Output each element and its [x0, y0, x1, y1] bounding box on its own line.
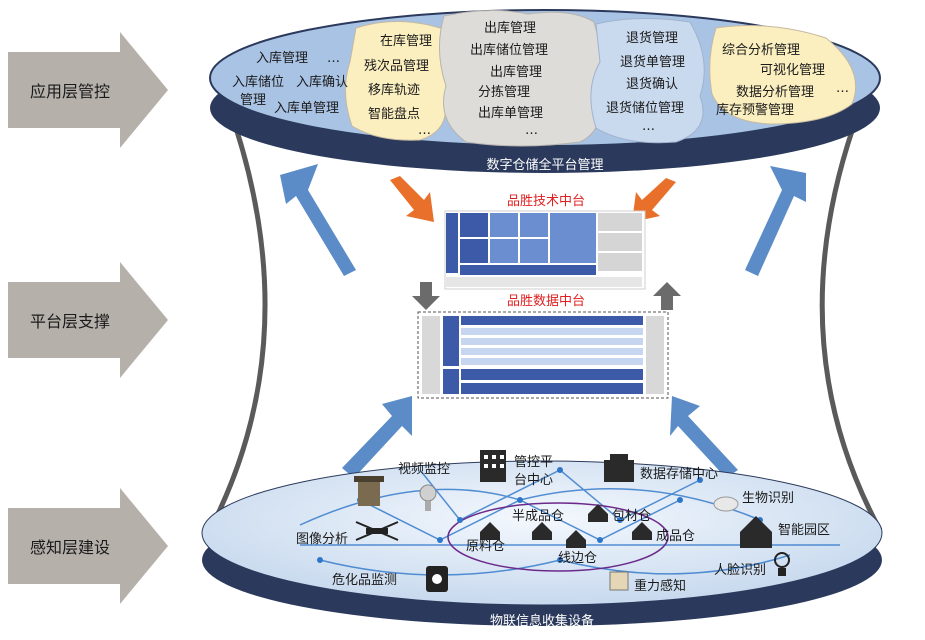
top-disk: 数字仓储全平台管理 入库管理 … 入库储位 管理 入库确认 入库单管理 在库管理… — [209, 9, 881, 173]
layer-label-sensing: 感知层建设 — [8, 488, 168, 604]
label-park: 智能园区 — [778, 523, 830, 538]
svg-text:入库管理 … 入库储位: 入库管理 … 入库储位 管理 入库确认 入库单管理 — [232, 50, 352, 116]
layer-label-platform: 平台层支撑 — [8, 262, 168, 378]
tech-platform-panel: 品胜技术中台 — [444, 194, 646, 290]
arrow-up-right-top — [745, 166, 806, 276]
church-park-icon — [740, 516, 772, 548]
svg-text:应用层管控: 应用层管控 — [30, 82, 110, 101]
label-image: 图像分析 — [296, 532, 348, 547]
label-biometric: 生物识别 — [742, 491, 794, 506]
svg-text:品胜数据中台: 品胜数据中台 — [507, 294, 585, 309]
camera-tower-icon — [354, 476, 384, 506]
drone-icon — [355, 521, 399, 541]
data-platform-panel: 品胜数据中台 — [417, 294, 669, 399]
warehouse-finished-icon — [632, 522, 652, 540]
warehouse-line-icon — [566, 530, 586, 548]
building-datacenter-icon — [604, 454, 634, 482]
label-finished: 成品仓 — [656, 529, 695, 544]
label-datacenter: 数据存储中心 — [640, 467, 718, 482]
svg-text:感知层建设: 感知层建设 — [30, 538, 110, 557]
svg-text:退货管理 退货单管理 退货确认: 退货管理 退货单管理 退货确认 退货储位管理 … — [606, 30, 689, 134]
label-face: 人脸识别 — [714, 563, 766, 578]
arrow-up-left-top — [280, 164, 356, 276]
svg-text:数字仓储全平台管理: 数字仓储全平台管理 — [486, 157, 603, 173]
label-video: 视频监控 — [398, 462, 450, 477]
warehouse-semi-icon — [532, 522, 552, 540]
face-scan-icon — [774, 552, 790, 576]
layer-label-app: 应用层管控 — [8, 32, 168, 148]
left-connector-line — [207, 127, 268, 532]
scale-box-icon — [609, 571, 629, 591]
arrow-up-left-bottom — [342, 396, 412, 478]
label-pack: 包材仓 — [612, 509, 651, 524]
svg-text:在库管理 残次品管理 移库轨迹: 在库管理 残次品管理 移库轨迹 智能盘点 … — [364, 33, 436, 138]
warehouse-pack-icon — [588, 504, 608, 522]
label-raw: 原料仓 — [466, 539, 505, 554]
right-connector-line — [819, 127, 883, 532]
arrow-gray-down — [412, 282, 440, 310]
label-weight: 重力感知 — [634, 578, 686, 594]
warehouse-raw-icon — [480, 522, 500, 540]
label-line: 线边仓 — [558, 551, 597, 566]
svg-text:综合分析管理 可视化管理 数据分析管: 综合分析管理 可视化管理 数据分析管理 … 库存预警管理 — [716, 43, 853, 118]
arrow-gray-up — [653, 282, 681, 310]
arrow-up-right-bottom — [670, 396, 738, 478]
label-control-1: 管控平 — [514, 455, 553, 470]
security-camera-icon — [419, 484, 437, 511]
svg-text:品胜技术中台: 品胜技术中台 — [507, 194, 585, 209]
label-hazard: 危化品监测 — [332, 573, 397, 588]
label-control-2: 台中心 — [514, 473, 553, 488]
label-semi: 半成品仓 — [512, 509, 564, 524]
router-icon — [713, 496, 739, 512]
svg-text:物联信息收集设备: 物联信息收集设备 — [490, 613, 594, 629]
building-control-icon — [480, 450, 506, 482]
svg-text:出库管理 出库储位管理 出库管理: 出库管理 出库储位管理 出库管理 分拣管理 出库单管理 … — [470, 20, 552, 138]
svg-text:平台层支撑: 平台层支撑 — [30, 312, 110, 331]
arrow-orange-left — [390, 176, 434, 222]
hazard-barrel-icon — [426, 566, 448, 592]
